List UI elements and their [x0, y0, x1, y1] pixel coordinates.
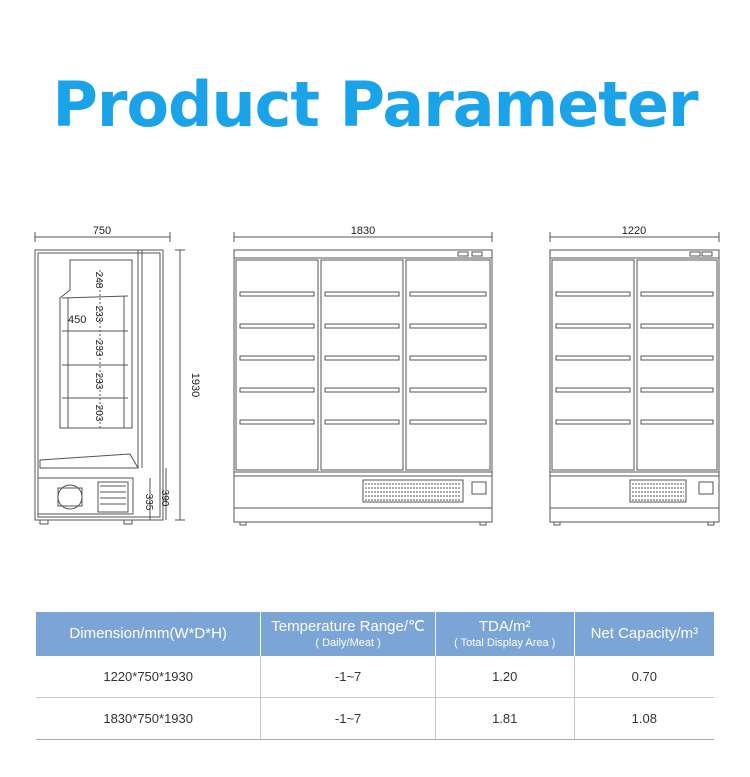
header-net-capacity: Net Capacity/m³ [574, 612, 714, 656]
cell-net-capacity: 0.70 [574, 656, 714, 698]
cell-dimension: 1830*750*1930 [36, 697, 262, 740]
header-main: Net Capacity/m³ [590, 625, 699, 642]
cell-tda: 1.20 [435, 656, 575, 698]
parameter-table: Dimension/mm(W*D*H) Temperature Range/℃ … [36, 612, 714, 740]
page-title: Product Parameter [52, 68, 698, 141]
header-tda: TDA/m² ( Total Display Area ) [435, 612, 575, 656]
header-sub: ( Daily/Meat ) [315, 637, 381, 649]
header-main: TDA/m² [478, 618, 531, 635]
front-3door-width-label: 1830 [351, 225, 375, 237]
cell-temperature: -1~7 [260, 697, 436, 740]
side-depth-label: 450 [68, 314, 86, 326]
header-temperature: Temperature Range/℃ ( Daily/Meat ) [260, 612, 436, 656]
cell-dimension: 1220*750*1930 [36, 656, 262, 698]
side-height-label: 1930 [189, 373, 201, 397]
header-sub: ( Total Display Area ) [454, 637, 556, 649]
header-main: Temperature Range/℃ [271, 618, 425, 635]
shelf-gap-4: 233 [93, 373, 104, 390]
header-main: Dimension/mm(W*D*H) [69, 625, 227, 642]
header-dimension: Dimension/mm(W*D*H) [36, 612, 262, 656]
front-2door-width-label: 1220 [622, 225, 646, 237]
shelf-gap-5: 203 [93, 405, 104, 422]
cell-tda: 1.81 [435, 697, 575, 740]
front-view-3door-drawing: 1830 [233, 225, 493, 526]
shelf-gap-3: 233 [93, 340, 104, 357]
table-header-row: Dimension/mm(W*D*H) Temperature Range/℃ … [36, 612, 714, 656]
technical-drawings: 750 1930 450 248 233 233 233 203 335 390 [0, 210, 750, 540]
table-row: 1830*750*1930 -1~7 1.81 1.08 [36, 697, 714, 740]
shelf-gap-2: 233 [93, 306, 104, 323]
base-label-1: 335 [143, 494, 154, 511]
base-label-2: 390 [159, 490, 170, 507]
side-width-label: 750 [93, 225, 111, 237]
shelf-gap-1: 248 [93, 272, 104, 289]
front-view-2door-drawing: 1220 [549, 225, 720, 526]
cell-net-capacity: 1.08 [574, 697, 714, 740]
side-view-drawing: 750 1930 450 248 233 233 233 203 335 390 [34, 225, 201, 525]
cell-temperature: -1~7 [260, 656, 436, 698]
table-row: 1220*750*1930 -1~7 1.20 0.70 [36, 656, 714, 698]
